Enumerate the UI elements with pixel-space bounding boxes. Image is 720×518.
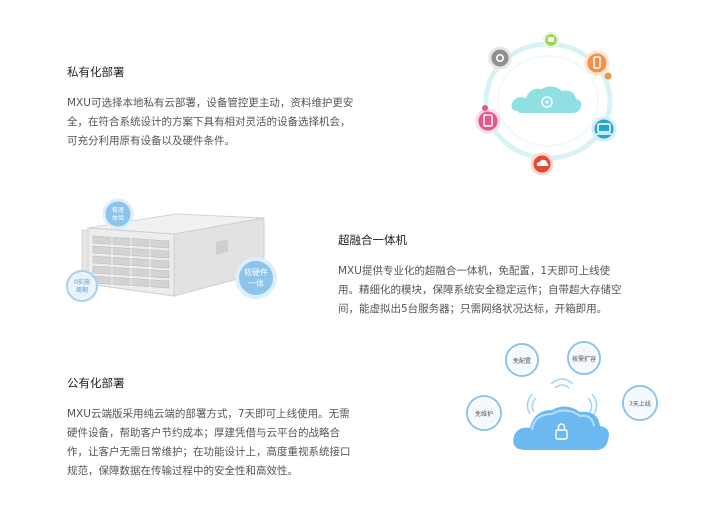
badge-label: 一体: [248, 278, 264, 288]
badge-hardware: 软硬件 一体: [235, 257, 277, 299]
section-body-public: MXU云端版采用纯云端的部署方式，7天即可上线使用。无需 硬件设备，帮助客户节约…: [67, 405, 351, 481]
section-title-private: 私有化部署: [67, 65, 125, 79]
message-icon: [542, 31, 560, 49]
private-cloud-illustration: [475, 31, 617, 176]
text-line: MXU提供专业化的超融合一体机，免配置，1天即可上线使: [338, 265, 611, 277]
badge-scale: 按需扩容: [567, 341, 601, 375]
cloud-sync-icon: [530, 152, 554, 176]
badge-speed: 极速 体验: [102, 198, 134, 230]
phone-icon: [584, 50, 612, 80]
badge-label: 体验: [112, 214, 124, 222]
gear-icon: [488, 46, 512, 70]
text-line: 可充分利用原有设备以及硬件条件。: [67, 135, 235, 147]
section-title-hyperconverged: 超融合一体机: [338, 233, 407, 247]
badge-label: 按需扩容: [572, 355, 596, 363]
text-line: 作，让客户无需日常维护；在功能设计上，高度重视系统接口: [67, 446, 351, 458]
badge-zero-deploy: 0实施 周期: [66, 270, 98, 302]
badge-label: 免维护: [475, 410, 493, 418]
cloud-icon: [513, 406, 609, 450]
text-line: 用。精细化的模块，保障系统安全稳定运作；自带超大存储空: [338, 284, 622, 296]
badge-label: 0实施: [74, 278, 90, 286]
cloud-icon: [511, 86, 582, 113]
section-title-public: 公有化部署: [67, 376, 125, 390]
badge-label: 极速: [112, 206, 124, 214]
lock-icon: [555, 423, 568, 440]
badge-no-maintenance: 免维护: [466, 395, 502, 431]
badge-label: 软硬件: [244, 267, 268, 277]
laptop-icon: [591, 116, 617, 142]
text-line: MXU可选择本地私有云部署，设备管控更主动，资料维护更安: [67, 97, 354, 109]
text-line: 全，在符合系统设计的方案下具有相对灵活的设备选择机会，: [67, 116, 351, 128]
badge-label: 周期: [76, 286, 88, 294]
wifi-icon: [526, 378, 598, 415]
text-line: 间，能虚拟出5台服务器；只需网络状况达标，开箱即用。: [338, 303, 608, 315]
section-body-private: MXU可选择本地私有云部署，设备管控更主动，资料维护更安 全，在符合系统设计的方…: [67, 94, 353, 151]
badge-no-config: 免配置: [505, 343, 539, 377]
text-line: 硬件设备，帮助客户节约成本；厚建凭借与云平台的战略合: [67, 427, 340, 439]
section-body-hyperconverged: MXU提供专业化的超融合一体机，免配置，1天即可上线使 用。精细化的模块，保障系…: [338, 262, 622, 319]
badge-label: 7天上线: [629, 400, 651, 408]
text-line: MXU云端版采用纯云端的部署方式，7天即可上线使用。无需: [67, 408, 350, 420]
badge-label: 免配置: [513, 357, 531, 365]
server-illustration: 极速 体验 0实施 周期 软硬件 一体: [66, 198, 277, 302]
text-line: 规范，保障数据在传输过程中的安全性和高效性。: [67, 465, 298, 477]
tablet-icon: [475, 105, 501, 134]
public-cloud-illustration: 免配置 按需扩容 7天上线 免维护: [466, 341, 658, 450]
badge-online: 7天上线: [622, 385, 658, 421]
